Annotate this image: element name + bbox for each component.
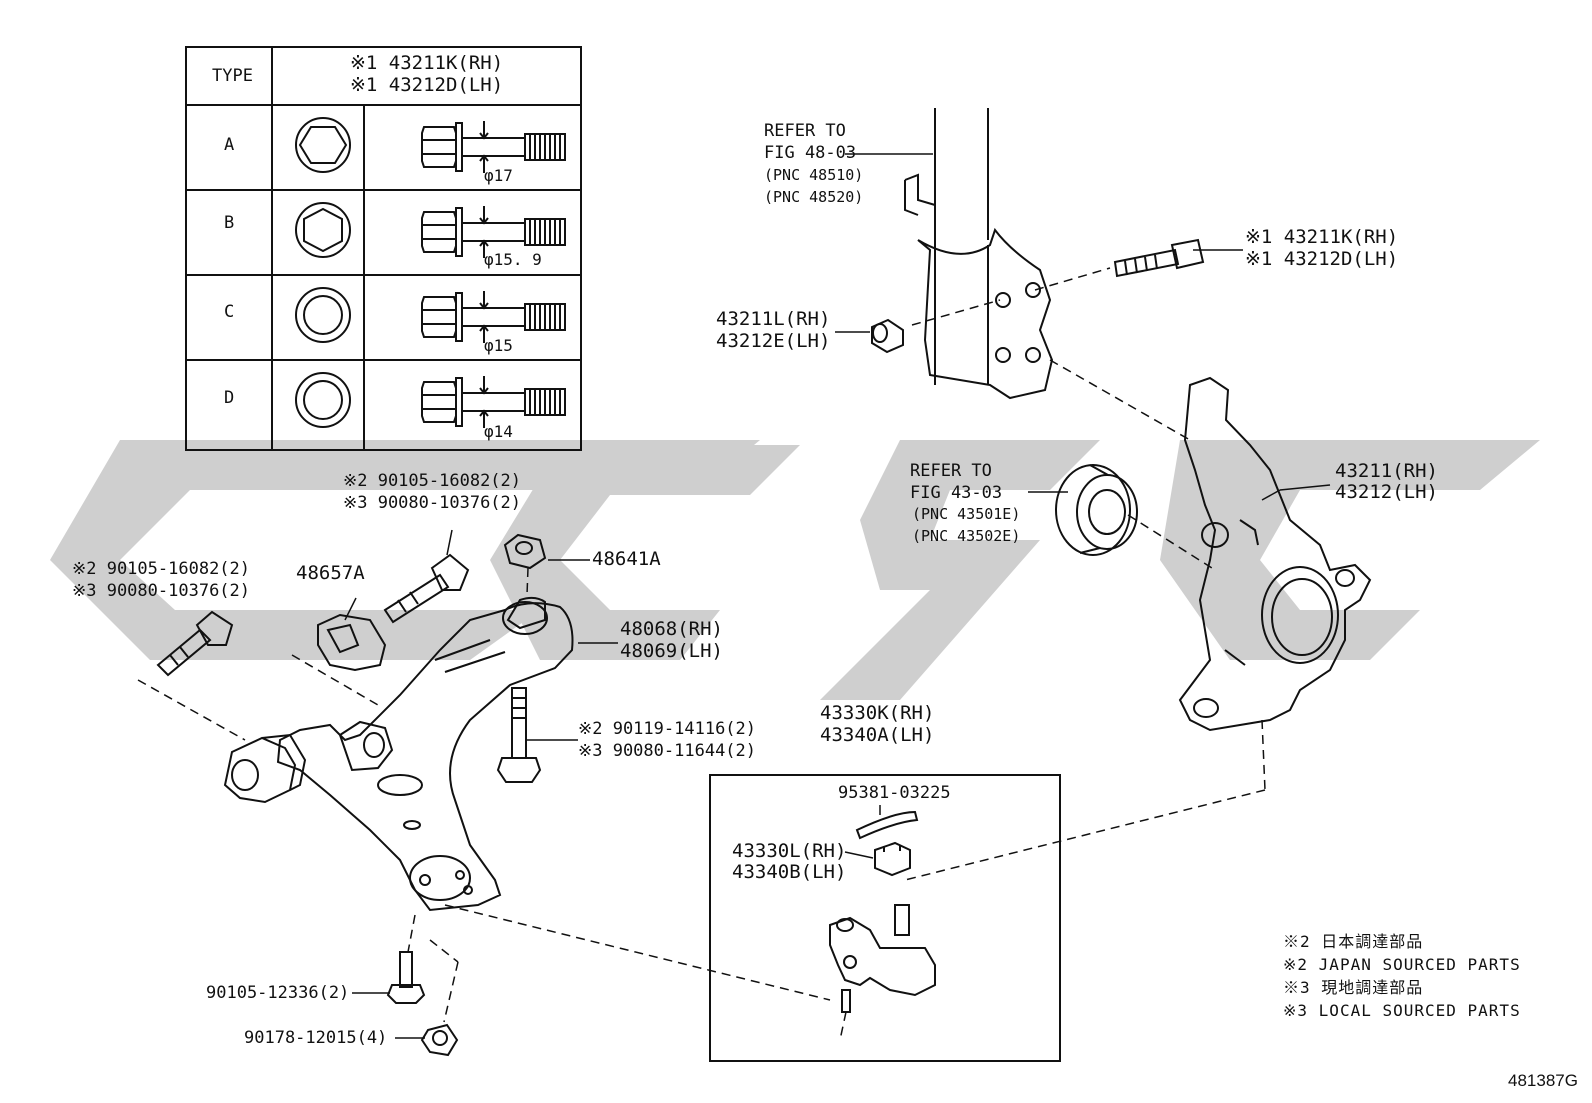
legend-note-3: ※3 現地調達部品 xyxy=(1283,978,1424,997)
cotter-pin xyxy=(855,810,919,840)
table-part-header-2: ※1 43212D(LH) xyxy=(350,74,504,96)
nut-90178-label: 90178-12015(4) xyxy=(244,1028,388,1048)
figure-id: 481387G xyxy=(1508,1071,1578,1090)
table-bolt-part xyxy=(421,211,457,253)
bolt-90105-label: 90105-12336(2) xyxy=(206,983,350,1003)
ball-joint-rh-label: 43330K(RH) xyxy=(820,702,935,724)
watermark xyxy=(50,440,1540,700)
table-bolt-part xyxy=(455,122,463,172)
hub-bearing xyxy=(1055,464,1138,556)
legend-note-1: ※2 日本調達部品 xyxy=(1283,932,1424,951)
table-bolt-part xyxy=(462,137,526,157)
assembly-lines xyxy=(137,267,1266,1041)
table-bolt-part xyxy=(479,302,489,310)
cotter-pin-label: 95381-03225 xyxy=(838,783,951,803)
refer-strut-line1: REFER TO xyxy=(764,121,846,141)
nut-48641a xyxy=(503,533,547,570)
left-bolt-label-1: ※2 90105-16082(2) xyxy=(72,559,251,579)
knuckle-lh-label: 43212(LH) xyxy=(1335,481,1438,503)
strut-nut-lh-label: 43212E(LH) xyxy=(716,330,831,352)
refer-strut-line4: (PNC 48520) xyxy=(764,188,864,206)
table-type-header: TYPE xyxy=(212,66,253,86)
table-bolt-part xyxy=(421,126,457,168)
refer-bearing-line4: (PNC 43502E) xyxy=(912,527,1021,545)
table-row-type: B xyxy=(224,213,235,233)
table-row-diameter: φ17 xyxy=(484,166,513,185)
table-row-diameter: φ15 xyxy=(484,336,513,355)
table-bolt-part xyxy=(479,154,489,162)
top-bolt xyxy=(383,553,470,624)
strut-assembly xyxy=(904,108,1054,400)
refer-bearing-line2: FIG 43-03 xyxy=(910,483,1003,503)
legend-note-2: ※2 JAPAN SOURCED PARTS xyxy=(1283,955,1521,974)
table-bolt-profiles xyxy=(421,121,566,428)
strut-nut-rh-label: 43211L(RH) xyxy=(716,308,831,330)
castle-nut-lh-label: 43340B(LH) xyxy=(732,861,847,883)
left-bolt-label-2: ※3 90080-10376(2) xyxy=(72,581,251,601)
table-bolt-part xyxy=(462,392,526,412)
refer-bearing-line1: REFER TO xyxy=(910,461,992,481)
top-bolt-label-2: ※3 90080-10376(2) xyxy=(343,493,522,513)
table-row-type: A xyxy=(224,135,235,155)
table-bolt-part xyxy=(479,409,489,417)
stud-label-1: ※2 90119-14116(2) xyxy=(578,719,757,739)
table-bolt-part xyxy=(421,381,457,423)
ball-joint-box xyxy=(709,774,1061,1062)
strut-nut xyxy=(871,318,904,354)
table-bolt-part xyxy=(462,222,526,242)
table-part-header-1: ※1 43211K(RH) xyxy=(350,52,504,74)
table-bolt-part xyxy=(455,377,463,427)
ball-joint xyxy=(829,904,936,1013)
table-bolt-part xyxy=(479,239,489,247)
strut-bolt-lh-label: ※1 43212D(LH) xyxy=(1245,248,1399,270)
legend-note-4: ※3 LOCAL SOURCED PARTS xyxy=(1283,1001,1521,1020)
bottom-bolt-and-nut xyxy=(386,951,459,1057)
ball-joint-lh-label: 43340A(LH) xyxy=(820,724,935,746)
strut-bolt-rh-label: ※1 43211K(RH) xyxy=(1245,226,1399,248)
table-bolt-part xyxy=(479,217,489,225)
table-bolt-part xyxy=(455,207,463,257)
bolt-type-table xyxy=(185,46,582,451)
control-arm-rh-label: 48068(RH) xyxy=(620,618,723,640)
table-bolt-part xyxy=(455,292,463,342)
nut-48641a-label: 48641A xyxy=(592,548,661,570)
castle-nut xyxy=(874,841,911,877)
strut-bolt xyxy=(1113,238,1205,278)
refer-strut-line2: FIG 48-03 xyxy=(764,143,857,163)
castle-nut-rh-label: 43330L(RH) xyxy=(732,840,847,862)
table-row-type: D xyxy=(224,388,235,408)
table-bolt-part xyxy=(479,132,489,140)
lower-control-arm xyxy=(223,596,574,912)
table-bolt-part xyxy=(479,387,489,395)
stud-label-2: ※3 90080-11644(2) xyxy=(578,741,757,761)
left-bolt xyxy=(156,610,234,677)
refer-strut-line3: (PNC 48510) xyxy=(764,166,864,184)
table-bolt-drawings xyxy=(295,117,351,428)
callout-leaders xyxy=(344,153,1331,1039)
table-row-diameter: φ14 xyxy=(484,422,513,441)
table-bolt-part xyxy=(479,324,489,332)
refer-bearing-line3: (PNC 43501E) xyxy=(912,505,1021,523)
control-arm-lh-label: 48069(LH) xyxy=(620,640,723,662)
bracket-label: 48657A xyxy=(296,562,365,584)
knuckle-rh-label: 43211(RH) xyxy=(1335,460,1438,482)
table-bolt-part xyxy=(462,307,526,327)
vertical-stud xyxy=(496,687,542,783)
table-row-diameter: φ15. 9 xyxy=(484,250,542,269)
bushing-bracket xyxy=(317,613,387,672)
table-row-type: C xyxy=(224,302,235,322)
table-bolt-part xyxy=(421,296,457,338)
top-bolt-label-1: ※2 90105-16082(2) xyxy=(343,471,522,491)
steering-knuckle xyxy=(1178,376,1372,732)
